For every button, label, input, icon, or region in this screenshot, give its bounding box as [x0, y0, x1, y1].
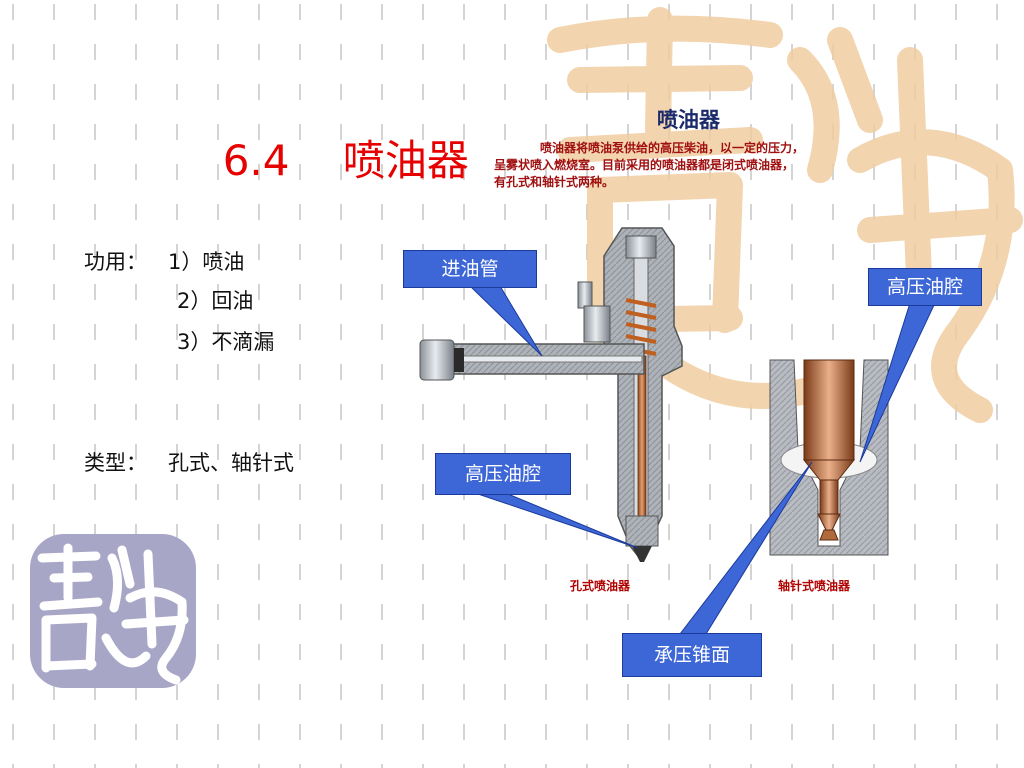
- seal-logo-icon: [30, 534, 196, 688]
- page-title: 6.4 喷油器: [196, 98, 469, 182]
- callout-high-pressure-chamber-left: 高压油腔: [435, 453, 571, 495]
- hole-type-caption: 孔式喷油器: [570, 579, 631, 593]
- types-label: 类型：: [84, 451, 147, 475]
- function-item-3: 3）不滴漏: [177, 330, 275, 354]
- callout-pressure-cone: 承压锥面: [622, 633, 762, 677]
- description-line: 喷油器将喷油泵供给的高压柴油，以一定的压力，: [540, 141, 805, 155]
- function-label: 功用：: [84, 250, 147, 274]
- description-text: 喷油器将喷油泵供给的高压柴油，以一定的压力， 呈雾状喷入燃烧室。目前采用的喷油器…: [494, 140, 944, 191]
- title-text: 喷油器: [342, 136, 469, 185]
- function-item-2: 2）回油: [177, 289, 254, 313]
- description-line: 有孔式和轴针式两种。: [494, 175, 615, 189]
- pintle-type-nozzle-diagram: [769, 359, 889, 556]
- callout-inlet-pipe: 进油管: [403, 250, 537, 288]
- pintle-type-caption: 轴针式喷油器: [778, 579, 851, 593]
- types-value: 孔式、轴针式: [168, 451, 294, 475]
- description-title: 喷油器: [657, 107, 720, 132]
- title-number: 6.4: [222, 136, 290, 185]
- description-line: 呈雾状喷入燃烧室。目前采用的喷油器都是闭式喷油器，: [494, 158, 795, 172]
- function-item-1: 1）喷油: [168, 250, 245, 274]
- hole-type-injector-diagram: [419, 227, 683, 562]
- callout-high-pressure-chamber-right: 高压油腔: [868, 268, 982, 306]
- calligraphy-watermark-icon: [547, 7, 1023, 423]
